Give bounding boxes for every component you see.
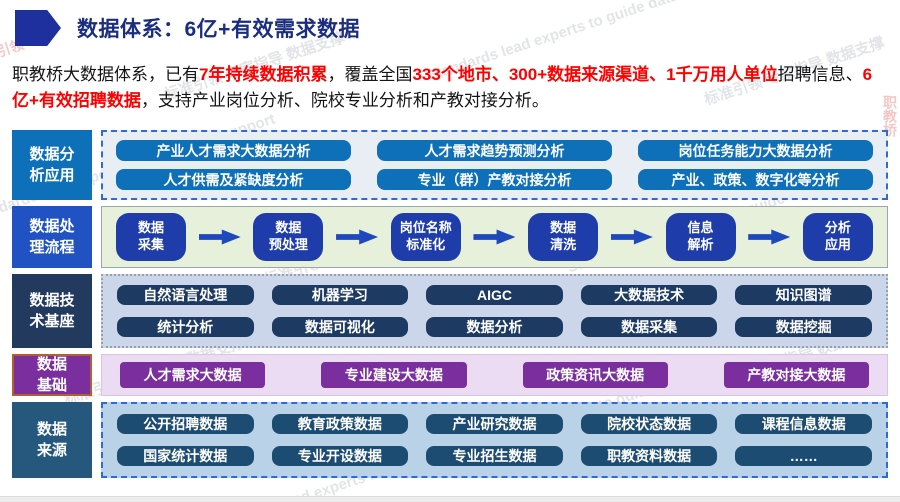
foundation-item: 人才需求大数据 bbox=[120, 362, 266, 388]
right-arrow-icon bbox=[610, 229, 653, 245]
flow-step: 数据 采集 bbox=[116, 213, 186, 261]
right-arrow-icon bbox=[198, 229, 241, 245]
flow-step-line: 分析 bbox=[824, 220, 851, 236]
source-item: …… bbox=[735, 446, 872, 466]
technology-item: 数据采集 bbox=[580, 317, 718, 337]
row-data-processing-flow: 数据处 理流程 数据 采集 数据 预处理 岗位名称 标准化 bbox=[12, 206, 888, 268]
technology-item: 自然语言处理 bbox=[117, 285, 254, 305]
flow-step: 数据 预处理 bbox=[253, 213, 324, 261]
row-data-analysis-applications: 数据分 析应用 产业人才需求大数据分析 人才需求趋势预测分析 岗位任务能力大数据… bbox=[12, 130, 888, 200]
row-label-data-sources: 数据 来源 bbox=[12, 402, 92, 478]
row-label-line: 数据 bbox=[36, 356, 67, 373]
flow-panel: 数据 采集 数据 预处理 岗位名称 标准化 数据 清洗 bbox=[101, 206, 888, 268]
source-items-panel: 公开招聘数据 教育政策数据 产业研究数据 院校状态数据 课程信息数据 国家统计数… bbox=[101, 402, 888, 478]
analysis-item: 专业（群）产教对接分析 bbox=[377, 169, 612, 190]
row-label-line: 析应用 bbox=[29, 167, 75, 184]
row-label-line: 数据 bbox=[36, 421, 67, 438]
row-label-technology-base: 数据技 术基座 bbox=[12, 274, 92, 348]
technology-items-panel: 自然语言处理 机器学习 AIGC 大数据技术 知识图谱 统计分析 数据可视化 数… bbox=[101, 274, 888, 348]
intro-segment: ，覆盖全国 bbox=[327, 65, 413, 84]
arrow-banner-icon bbox=[15, 10, 61, 46]
source-item: 专业招生数据 bbox=[426, 446, 563, 466]
row-label-data-foundation: 数据 基础 bbox=[12, 354, 92, 396]
flow-step-line: 信息 bbox=[687, 220, 714, 236]
right-arrow-icon bbox=[336, 229, 379, 245]
technology-item: 大数据技术 bbox=[580, 285, 718, 305]
row-label-line: 数据技 bbox=[29, 292, 75, 309]
row-label-line: 来源 bbox=[36, 442, 67, 459]
flow-step-line: 数据 bbox=[550, 220, 577, 236]
intro-highlight: 7年持续数据积累 bbox=[199, 65, 328, 84]
flow-step-line: 清洗 bbox=[550, 237, 577, 252]
analysis-item: 人才需求趋势预测分析 bbox=[377, 140, 612, 161]
row-data-foundation: 数据 基础 人才需求大数据 专业建设大数据 政策资讯大数据 产教对接大数据 bbox=[12, 354, 888, 396]
foundation-items-panel: 人才需求大数据 专业建设大数据 政策资讯大数据 产教对接大数据 bbox=[101, 354, 888, 396]
source-item: 教育政策数据 bbox=[271, 414, 409, 434]
source-item: 职教资料数据 bbox=[580, 446, 718, 466]
foundation-item: 专业建设大数据 bbox=[321, 362, 467, 388]
header: 数据体系：6亿+有效需求数据 bbox=[0, 0, 900, 46]
flow-step: 信息 解析 bbox=[665, 213, 736, 261]
row-label-line: 理流程 bbox=[29, 239, 75, 256]
flow-step: 数据 清洗 bbox=[528, 213, 599, 261]
architecture-diagram: 数据分 析应用 产业人才需求大数据分析 人才需求趋势预测分析 岗位任务能力大数据… bbox=[12, 130, 888, 478]
technology-item: 数据挖掘 bbox=[735, 317, 872, 337]
flow-step-line: 岗位名称 bbox=[399, 220, 452, 236]
technology-item: 知识图谱 bbox=[735, 285, 872, 305]
analysis-item: 产业、政策、数字化等分析 bbox=[638, 169, 873, 190]
analysis-items-panel: 产业人才需求大数据分析 人才需求趋势预测分析 岗位任务能力大数据分析 人才供需及… bbox=[101, 130, 888, 200]
page-title: 数据体系：6亿+有效需求数据 bbox=[77, 18, 360, 41]
technology-item: 统计分析 bbox=[117, 317, 254, 337]
analysis-item: 人才供需及紧缺度分析 bbox=[116, 169, 351, 190]
row-label-line: 术基座 bbox=[29, 313, 75, 330]
technology-item: AIGC bbox=[426, 285, 563, 305]
analysis-item: 产业人才需求大数据分析 bbox=[116, 140, 351, 161]
row-data-sources: 数据 来源 公开招聘数据 教育政策数据 产业研究数据 院校状态数据 课程信息数据… bbox=[12, 402, 888, 478]
source-item: 国家统计数据 bbox=[117, 446, 254, 466]
flow-step: 分析 应用 bbox=[802, 213, 873, 261]
intro-paragraph: 职教桥大数据体系，已有7年持续数据积累，覆盖全国333个地市、300+数据来源渠… bbox=[12, 62, 888, 113]
source-item: 公开招聘数据 bbox=[117, 414, 254, 434]
source-item: 产业研究数据 bbox=[426, 414, 563, 434]
row-label-data-analysis: 数据分 析应用 bbox=[12, 130, 92, 200]
flow-step-line: 数据 bbox=[275, 220, 302, 236]
source-item: 课程信息数据 bbox=[735, 414, 872, 434]
flow-step: 岗位名称 标准化 bbox=[390, 213, 461, 261]
intro-segment: 招聘信息、 bbox=[777, 65, 863, 84]
technology-item: 数据分析 bbox=[426, 317, 563, 337]
slide-bottom-edge bbox=[0, 496, 900, 502]
right-arrow-icon bbox=[473, 229, 516, 245]
foundation-item: 产教对接大数据 bbox=[723, 362, 869, 388]
intro-segment: 职教桥大数据体系，已有 bbox=[12, 65, 199, 84]
source-item: 院校状态数据 bbox=[580, 414, 718, 434]
row-label-line: 基础 bbox=[36, 377, 67, 394]
right-arrow-icon bbox=[748, 229, 791, 245]
foundation-item: 政策资讯大数据 bbox=[522, 362, 668, 388]
technology-item: 数据可视化 bbox=[271, 317, 409, 337]
flow-step-line: 数据 bbox=[137, 220, 164, 236]
flow-step-line: 解析 bbox=[687, 237, 714, 252]
flow-step-line: 预处理 bbox=[268, 237, 308, 252]
intro-highlight: 333个地市、300+数据来源渠道、1千万用人单位 bbox=[412, 65, 778, 84]
technology-item: 机器学习 bbox=[271, 285, 409, 305]
row-data-technology-base: 数据技 术基座 自然语言处理 机器学习 AIGC 大数据技术 知识图谱 统计分析… bbox=[12, 274, 888, 348]
flow-step-line: 采集 bbox=[137, 237, 164, 252]
row-label-line: 数据分 bbox=[29, 146, 75, 163]
flow-step-line: 应用 bbox=[824, 237, 851, 252]
flow-step-line: 标准化 bbox=[406, 237, 446, 252]
row-label-data-processing: 数据处 理流程 bbox=[12, 206, 92, 268]
source-item: 专业开设数据 bbox=[271, 446, 409, 466]
analysis-item: 岗位任务能力大数据分析 bbox=[638, 140, 873, 161]
intro-highlight: 6亿+有效招聘数据 bbox=[12, 65, 873, 110]
intro-segment: ，支持产业岗位分析、院校专业分析和产教对接分析。 bbox=[140, 90, 549, 110]
row-label-line: 数据处 bbox=[29, 218, 75, 235]
